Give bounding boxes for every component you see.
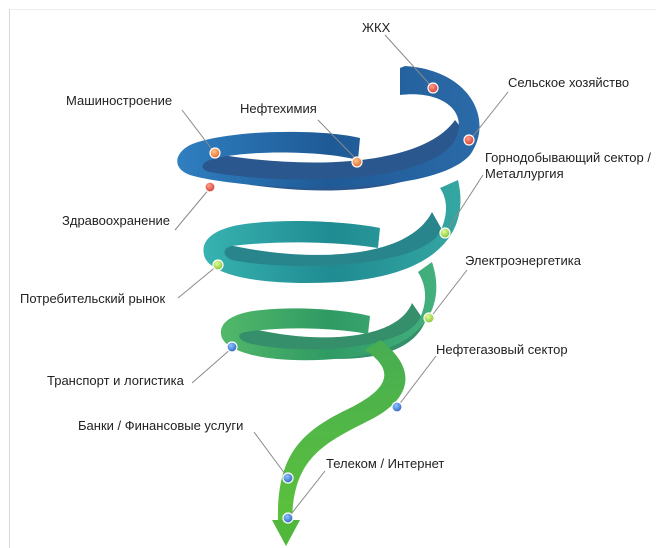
leader-health [175, 188, 210, 230]
dot-energy [424, 313, 434, 323]
label-machine: Машиностроение [66, 93, 172, 109]
label-petrochem: Нефтехимия [240, 101, 317, 117]
ribbon-arrow-head [272, 520, 300, 546]
dot-machine [210, 148, 220, 158]
dot-zhkh [428, 83, 438, 93]
label-mining: Горнодобывающий сектор / Металлургия [485, 150, 657, 182]
leader-transport [192, 348, 232, 383]
ribbon-tail [278, 340, 406, 525]
leader-banks [254, 432, 288, 478]
label-banks: Банки / Финансовые услуги [78, 418, 243, 434]
label-transport: Транспорт и логистика [47, 373, 184, 389]
dot-agri [464, 135, 474, 145]
label-consumer: Потребительский рынок [20, 291, 165, 307]
dot-banks [283, 473, 293, 483]
label-oilgas: Нефтегазовый сектор [436, 342, 568, 358]
label-zhkh: ЖКХ [362, 20, 390, 36]
dot-consumer [213, 260, 223, 270]
dot-petrochem [352, 157, 362, 167]
label-telecom: Телеком / Интернет [326, 456, 444, 472]
dot-mining [440, 228, 450, 238]
label-agri: Сельское хозяйство [508, 75, 629, 91]
leader-consumer [178, 265, 218, 298]
dot-telecom [283, 513, 293, 523]
dot-oilgas [392, 402, 402, 412]
dot-health [205, 182, 215, 192]
dot-transport [227, 342, 237, 352]
label-health: Здравоохранение [62, 213, 170, 229]
label-energy: Электроэнергетика [465, 253, 581, 269]
